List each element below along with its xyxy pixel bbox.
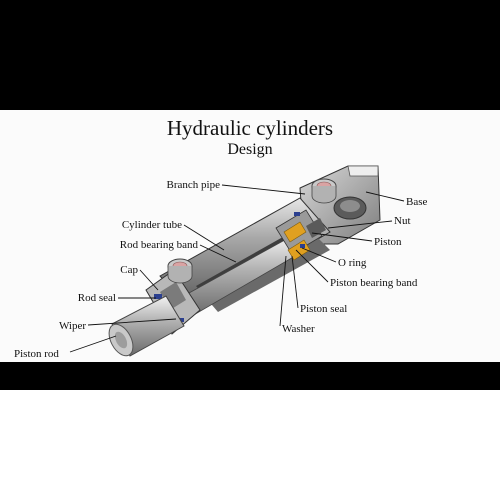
label-piston: Piston — [374, 236, 402, 248]
leader-wiper — [87, 318, 177, 326]
branch-pipe-port-front — [167, 258, 193, 284]
label-cap: Cap — [120, 264, 138, 276]
label-piston-seal: Piston seal — [300, 303, 348, 315]
branch-pipe-port-rear — [311, 178, 337, 204]
leader-piston-rod — [69, 335, 117, 353]
label-piston-bearing-band: Piston bearing band — [330, 277, 418, 289]
leader-piston-seal — [291, 255, 299, 309]
label-washer: Washer — [282, 323, 315, 335]
leader-piston-bearing-band — [295, 249, 329, 283]
diagram-subtitle: Design — [227, 141, 273, 158]
label-rod-bearing-band: Rod bearing band — [119, 239, 198, 251]
leader-lines — [69, 184, 405, 353]
label-o-ring: O ring — [338, 257, 367, 269]
leader-nut — [327, 220, 393, 229]
top-frame-bar — [0, 0, 500, 110]
o-ring-shape — [294, 212, 300, 216]
label-wiper: Wiper — [58, 320, 86, 332]
leader-piston — [311, 232, 373, 242]
leader-branch-pipe — [221, 184, 306, 195]
label-cylinder-tube: Cylinder tube — [121, 219, 182, 231]
label-branch-pipe: Branch pipe — [166, 179, 220, 191]
rod-seal-shape — [154, 294, 162, 299]
leader-o-ring — [301, 247, 337, 263]
leader-cylinder-tube — [183, 224, 225, 251]
piston-rod — [108, 295, 185, 357]
leader-cap — [139, 269, 159, 291]
bottom-frame-bar — [0, 362, 500, 390]
piston-bearing-band-shape — [283, 221, 307, 243]
label-rod-seal: Rod seal — [77, 292, 116, 304]
leader-rod-bearing-band — [199, 244, 237, 263]
label-nut: Nut — [394, 215, 411, 227]
leader-base — [365, 191, 405, 202]
label-piston-rod: Piston rod — [14, 348, 59, 360]
piston-assembly — [275, 209, 326, 261]
diagram-title: Hydraulic cylinders — [166, 116, 334, 140]
label-base: Base — [406, 196, 428, 208]
leader-washer — [279, 255, 287, 327]
